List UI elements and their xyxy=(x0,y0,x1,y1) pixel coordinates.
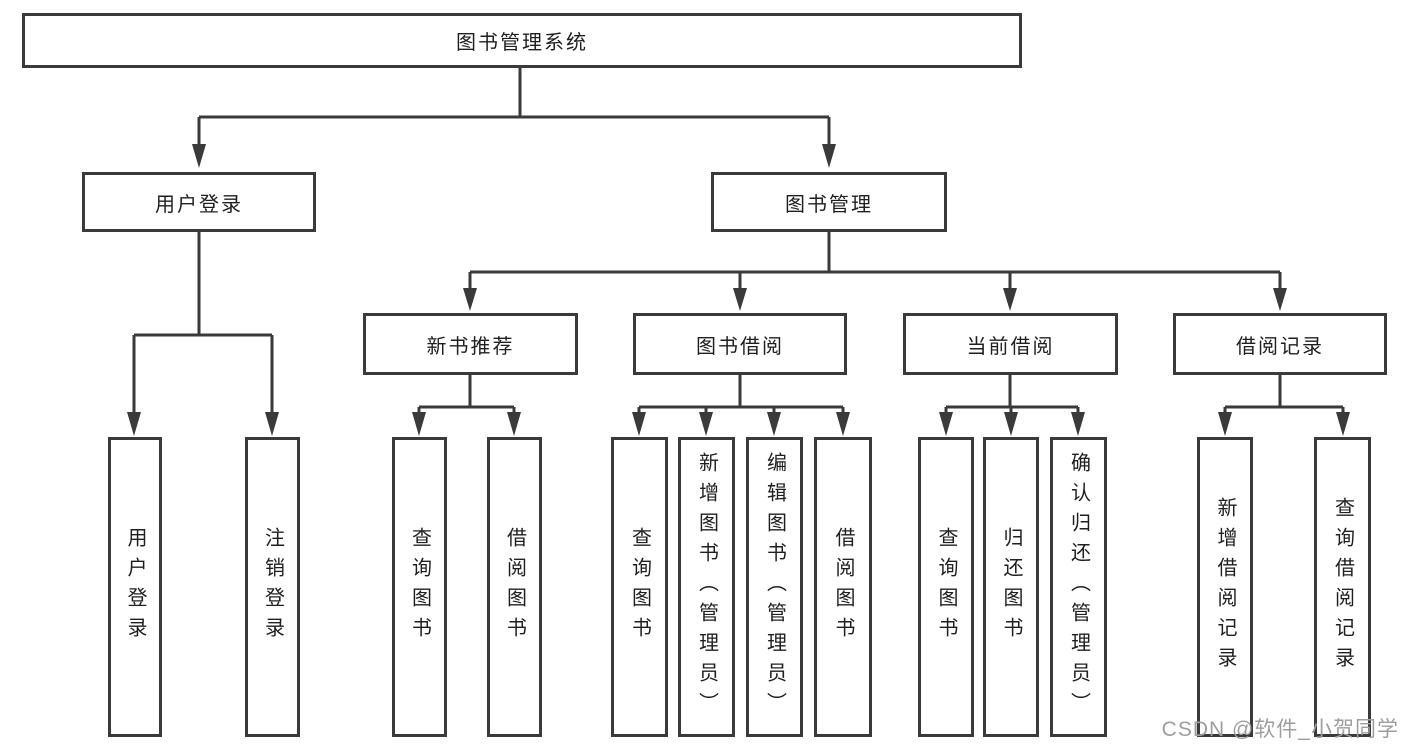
connector-root-to-level2 xyxy=(192,68,836,168)
leaf-add-borrow-record: 新增借阅记录 xyxy=(1197,437,1253,737)
node-library-management-system: 图书管理系统 xyxy=(22,13,1022,68)
leaf-label: 借阅图书 xyxy=(832,527,854,647)
node-book-borrow: 图书借阅 xyxy=(633,313,847,375)
leaf-confirm-return-admin: 确认归还（管理员） xyxy=(1050,437,1107,737)
leaf-label: 新增图书（管理员） xyxy=(695,452,718,722)
connector-borrow-record-children xyxy=(1218,375,1350,436)
connector-book-borrow-children xyxy=(632,375,850,436)
connector-current-borrow-children xyxy=(939,375,1085,436)
node-book-management: 图书管理 xyxy=(711,172,947,232)
connector-book-management-children xyxy=(463,232,1287,311)
connector-user-login-children xyxy=(127,232,279,436)
node-borrow-record: 借阅记录 xyxy=(1173,313,1387,375)
leaf-borrow-book-2: 借阅图书 xyxy=(814,437,872,737)
node-label: 新书推荐 xyxy=(426,335,515,358)
node-user-login: 用户登录 xyxy=(82,172,316,232)
node-new-book-recommend: 新书推荐 xyxy=(363,313,578,375)
csdn-watermark: CSDN @软件_小贺同学 xyxy=(1161,718,1399,741)
leaf-logout: 注销登录 xyxy=(245,437,300,737)
leaf-label: 查询借阅记录 xyxy=(1331,497,1354,677)
leaf-query-book-1: 查询图书 xyxy=(392,437,447,737)
leaf-query-book-3: 查询图书 xyxy=(918,437,974,737)
leaf-add-book-admin: 新增图书（管理员） xyxy=(678,437,735,737)
node-label: 用户登录 xyxy=(155,193,243,216)
leaf-label: 借阅图书 xyxy=(503,527,526,647)
connector-new-book-children xyxy=(412,375,521,436)
node-current-borrow: 当前借阅 xyxy=(903,313,1118,375)
leaf-label: 新增借阅记录 xyxy=(1214,497,1236,677)
leaf-edit-book-admin: 编辑图书（管理员） xyxy=(746,437,803,737)
leaf-label: 查询图书 xyxy=(408,527,431,647)
leaf-label: 查询图书 xyxy=(935,527,957,647)
leaf-label: 编辑图书（管理员） xyxy=(763,452,786,722)
node-label: 图书管理系统 xyxy=(456,32,588,54)
node-label: 图书管理 xyxy=(785,193,873,216)
leaf-label: 用户登录 xyxy=(124,527,146,647)
leaf-return-book: 归还图书 xyxy=(983,437,1039,737)
leaf-label: 归还图书 xyxy=(1000,527,1022,647)
leaf-borrow-book-1: 借阅图书 xyxy=(487,437,542,737)
leaf-query-book-2: 查询图书 xyxy=(611,437,668,737)
leaf-label: 查询图书 xyxy=(628,527,651,647)
leaf-user-login: 用户登录 xyxy=(108,437,162,737)
leaf-label: 注销登录 xyxy=(261,527,284,647)
leaf-label: 确认归还（管理员） xyxy=(1067,452,1090,722)
node-label: 图书借阅 xyxy=(696,335,784,358)
leaf-query-borrow-record: 查询借阅记录 xyxy=(1314,437,1371,737)
node-label: 当前借阅 xyxy=(966,335,1055,358)
node-label: 借阅记录 xyxy=(1236,335,1324,358)
